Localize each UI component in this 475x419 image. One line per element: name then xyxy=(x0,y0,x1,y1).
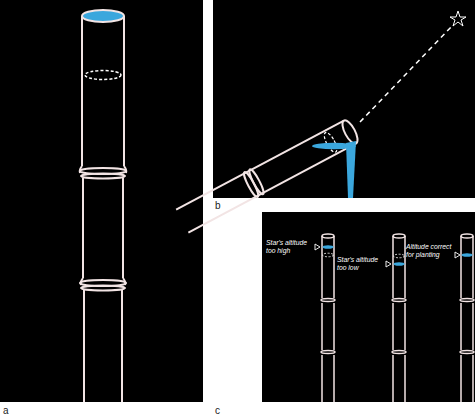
altitude-note: Star's altitude too high xyxy=(266,239,314,255)
panel-letter: b xyxy=(215,200,221,211)
altitude-note: Star's altitude too low xyxy=(337,256,385,272)
panel-letter: a xyxy=(3,405,9,416)
panel-letter: c xyxy=(215,405,220,416)
altitude-note: Altitude correct for planting xyxy=(406,243,454,259)
